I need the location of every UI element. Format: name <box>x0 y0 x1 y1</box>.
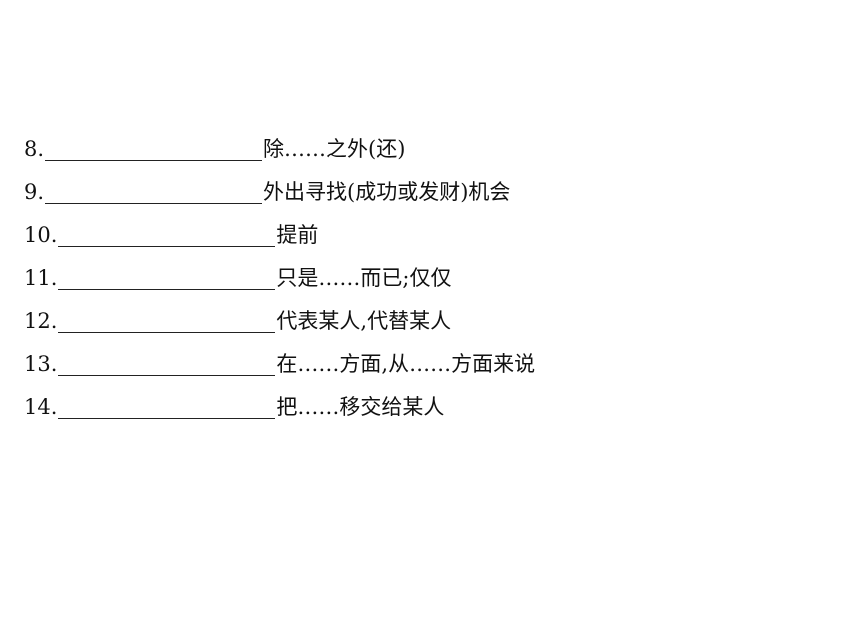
item-number: 8. <box>24 137 45 161</box>
vocabulary-fill-in-worksheet: 8. 除……之外(还) 9. 外出寻找(成功或发财)机会 10. 提前 11. … <box>24 128 824 429</box>
item-meaning: 代表某人,代替某人 <box>276 309 452 333</box>
exercise-item-11: 11. 只是……而已;仅仅 <box>24 257 824 300</box>
answer-blank <box>58 311 276 333</box>
item-number: 10. <box>24 223 58 247</box>
item-meaning: 在……方面,从……方面来说 <box>276 352 536 376</box>
answer-blank <box>58 354 276 376</box>
item-number: 11. <box>24 266 58 290</box>
item-meaning: 把……移交给某人 <box>276 395 445 419</box>
answer-blank <box>58 397 276 419</box>
exercise-item-10: 10. 提前 <box>24 214 824 257</box>
item-number: 12. <box>24 309 58 333</box>
answer-blank <box>45 139 263 161</box>
item-number: 13. <box>24 352 58 376</box>
answer-blank <box>58 268 276 290</box>
item-meaning: 外出寻找(成功或发财)机会 <box>263 180 511 204</box>
item-meaning: 除……之外(还) <box>263 137 406 161</box>
exercise-item-8: 8. 除……之外(还) <box>24 128 824 171</box>
item-meaning: 提前 <box>276 223 319 247</box>
item-meaning: 只是……而已;仅仅 <box>276 266 452 290</box>
exercise-item-12: 12. 代表某人,代替某人 <box>24 300 824 343</box>
item-number: 9. <box>24 180 45 204</box>
exercise-item-14: 14. 把……移交给某人 <box>24 386 824 429</box>
exercise-item-13: 13. 在……方面,从……方面来说 <box>24 343 824 386</box>
answer-blank <box>45 182 263 204</box>
exercise-item-9: 9. 外出寻找(成功或发财)机会 <box>24 171 824 214</box>
item-number: 14. <box>24 395 58 419</box>
answer-blank <box>58 225 276 247</box>
